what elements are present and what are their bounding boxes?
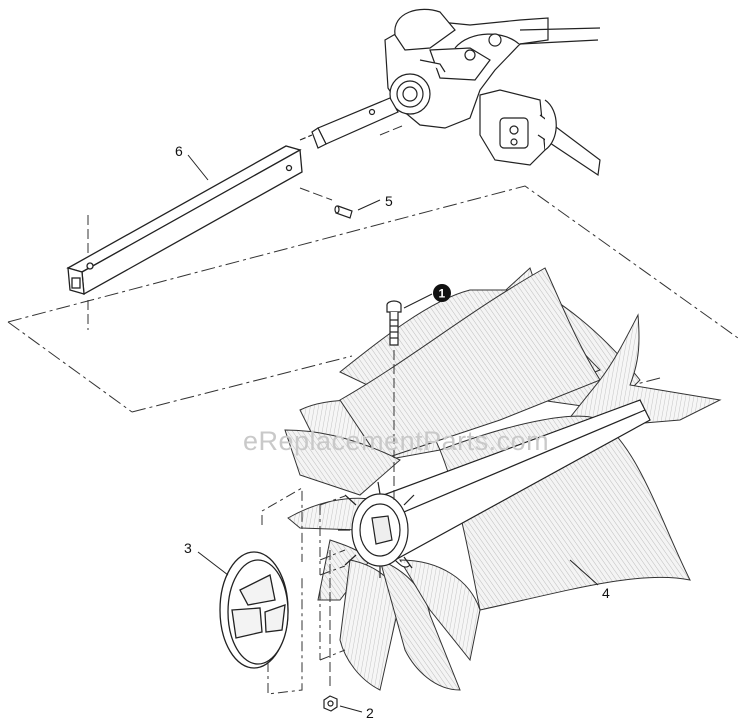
- part-3-end-plate: [219, 551, 289, 669]
- output-shaft: [299, 97, 399, 149]
- part-5-pin: [334, 205, 353, 219]
- watermark-text: eReplacementParts.com: [243, 426, 549, 456]
- part-6-square-shaft: [66, 145, 303, 296]
- callout-6: 6: [175, 143, 183, 159]
- callout-2: 2: [366, 705, 374, 720]
- part-1-bolt: [386, 300, 402, 346]
- part-2-nut: [323, 695, 338, 712]
- callout-5: 5: [385, 193, 393, 209]
- part-4-brush-bristles: [284, 267, 722, 691]
- end-plate-projection-lines: [261, 487, 346, 695]
- callout-1: 1: [439, 287, 446, 301]
- callout-4: 4: [602, 585, 610, 601]
- callout-leaders: [187, 154, 599, 713]
- callout-1-badge: [433, 284, 451, 302]
- callout-3: 3: [184, 540, 192, 556]
- part-6-axis-lines: [87, 187, 333, 330]
- transmission-housing: [384, 8, 601, 177]
- part-4-hub: [338, 481, 415, 578]
